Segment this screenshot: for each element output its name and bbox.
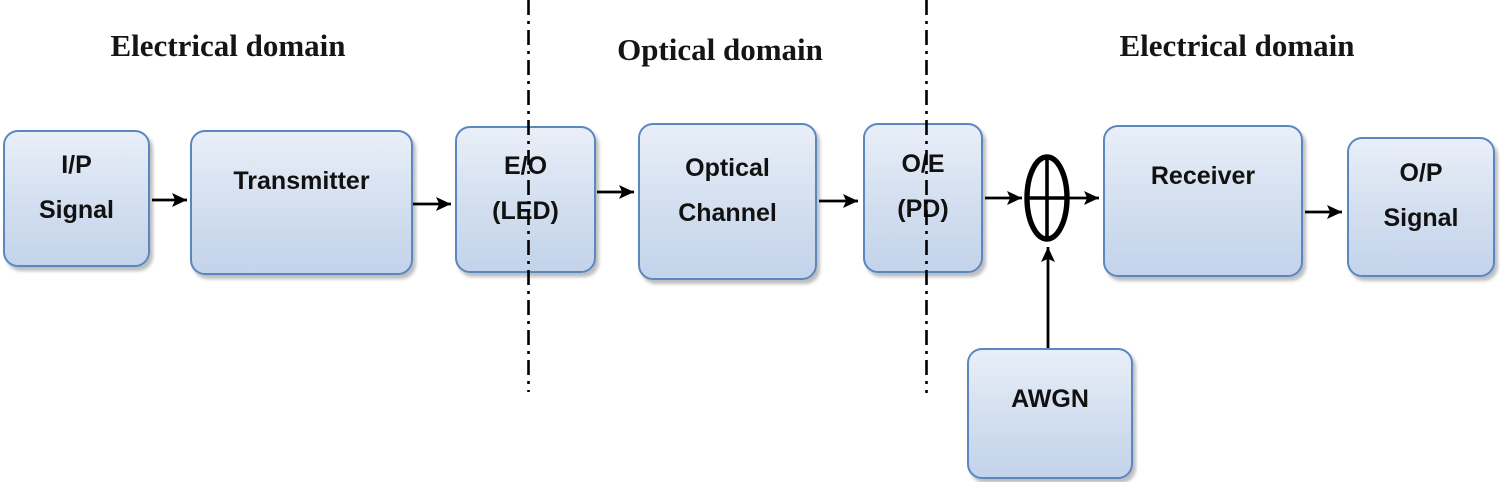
domain-label-electrical-left: Electrical domain [110, 28, 346, 63]
block-optical-channel-label: Optical Channel [678, 153, 777, 227]
block-awgn-label: AWGN [1011, 385, 1089, 413]
block-oe-pd: O/E (PD) [863, 123, 983, 273]
block-transmitter-label: Transmitter [233, 167, 370, 195]
block-eo-led: E/O (LED) [455, 126, 596, 273]
block-receiver-label: Receiver [1150, 162, 1256, 190]
block-oe-pd-label: O/E (PD) [897, 150, 949, 223]
domain-label-electrical-right: Electrical domain [1119, 28, 1355, 63]
block-awgn: AWGN [967, 348, 1133, 479]
domain-label-optical: Optical domain [617, 32, 823, 67]
block-receiver: Receiver [1103, 125, 1303, 277]
block-transmitter: Transmitter [190, 130, 413, 275]
block-ip-signal: I/P Signal [3, 130, 150, 267]
block-op-signal-label: O/P Signal [1383, 159, 1459, 232]
block-ip-signal-label: I/P Signal [38, 150, 114, 224]
block-op-signal: O/P Signal [1347, 137, 1495, 277]
circled-plus-icon [1024, 154, 1070, 242]
block-optical-channel: Optical Channel [638, 123, 817, 280]
block-eo-led-label: E/O (LED) [492, 151, 559, 225]
